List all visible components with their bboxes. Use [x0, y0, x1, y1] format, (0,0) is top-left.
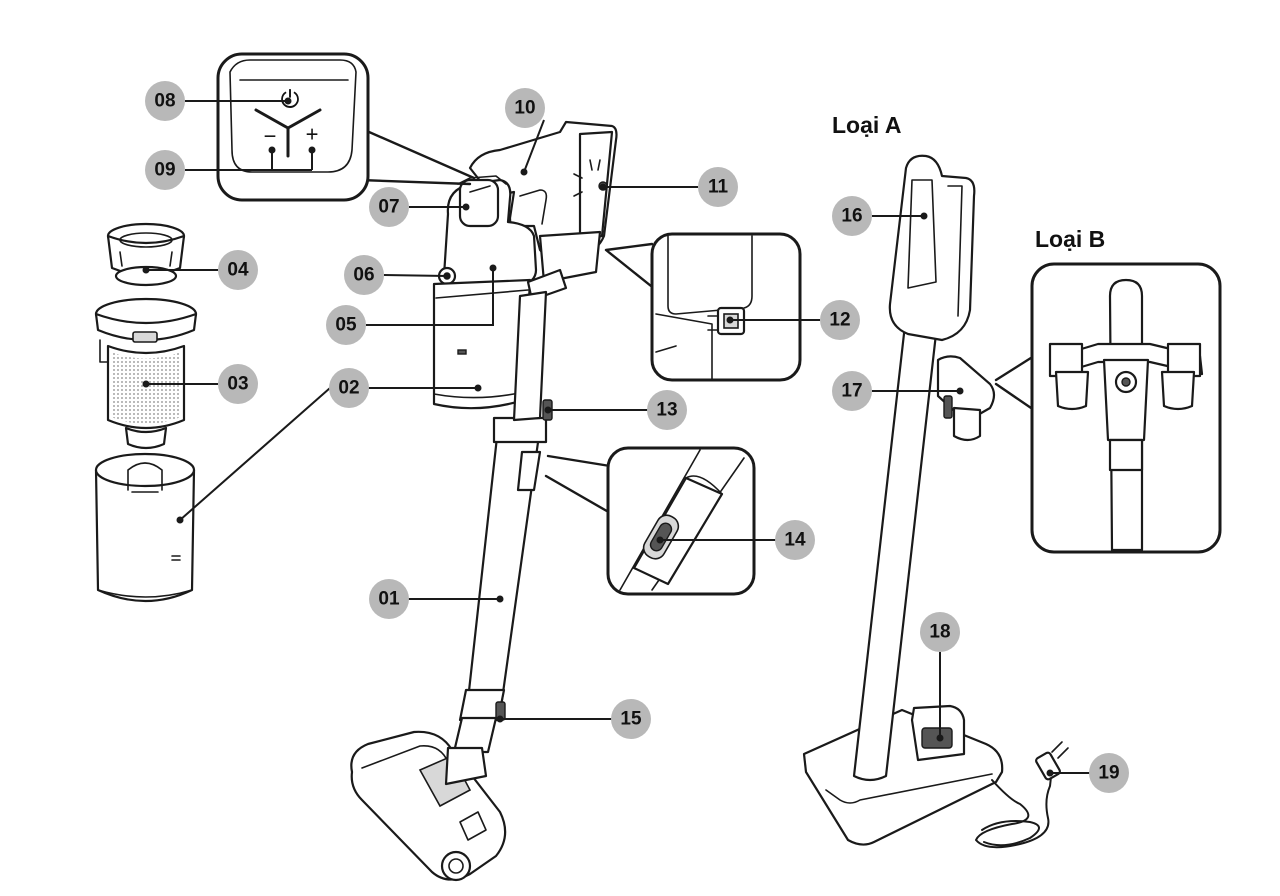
- callout-13: 13: [647, 390, 687, 430]
- vacuum-body-part: [432, 120, 618, 422]
- control-panel-zoom: ⏻ − +: [216, 52, 476, 202]
- callout-03: 03: [218, 364, 258, 404]
- svg-text:09: 09: [154, 160, 175, 181]
- svg-text:14: 14: [784, 530, 806, 551]
- callout-19: 19: [1089, 753, 1129, 793]
- callout-badges: 01 02 03 04 05 06 07 08 09 10 11 12 13 1…: [145, 81, 1129, 793]
- svg-text:01: 01: [378, 589, 400, 610]
- svg-text:03: 03: [227, 374, 248, 395]
- callout-11: 11: [698, 167, 738, 207]
- svg-text:18: 18: [929, 622, 950, 643]
- tube-release-zoom: [544, 446, 756, 596]
- svg-text:17: 17: [841, 381, 862, 402]
- wall-stand-part: [802, 154, 1069, 849]
- tube-part: [444, 399, 553, 786]
- callout-04: 04: [218, 250, 258, 290]
- svg-text:15: 15: [620, 709, 642, 730]
- filter-part: [94, 297, 198, 450]
- minus-icon: −: [264, 124, 277, 149]
- filter-cover-part: [106, 222, 186, 287]
- svg-text:02: 02: [338, 378, 359, 399]
- callout-09: 09: [145, 150, 185, 190]
- svg-text:11: 11: [708, 177, 729, 198]
- callout-18: 18: [920, 612, 960, 652]
- callout-01: 01: [369, 579, 409, 619]
- svg-text:19: 19: [1098, 763, 1119, 784]
- svg-text:12: 12: [829, 310, 850, 331]
- svg-text:05: 05: [335, 315, 357, 336]
- callout-12: 12: [820, 300, 860, 340]
- svg-text:07: 07: [378, 197, 399, 218]
- leader-lines: [142, 97, 1090, 777]
- plus-icon: +: [306, 122, 319, 147]
- callout-15: 15: [611, 699, 651, 739]
- svg-text:06: 06: [353, 265, 374, 286]
- svg-text:10: 10: [514, 98, 535, 119]
- nozzle-holder-b-zoom: [994, 262, 1222, 554]
- svg-text:13: 13: [656, 400, 677, 421]
- callout-08: 08: [145, 81, 185, 121]
- callout-14: 14: [775, 520, 815, 560]
- svg-text:04: 04: [227, 260, 249, 281]
- callout-02: 02: [329, 368, 369, 408]
- callout-10: 10: [505, 88, 545, 128]
- callout-16: 16: [832, 196, 872, 236]
- callout-17: 17: [832, 371, 872, 411]
- callout-05: 05: [326, 305, 366, 345]
- callout-07: 07: [369, 187, 409, 227]
- svg-text:16: 16: [841, 206, 862, 227]
- floor-nozzle-part: [350, 730, 507, 882]
- dust-bin-part: [94, 452, 196, 603]
- battery-release-zoom: [604, 232, 802, 382]
- variant-b-label: Loại B: [1035, 226, 1105, 252]
- callout-06: 06: [344, 255, 384, 295]
- variant-a-label: Loại A: [832, 112, 901, 138]
- svg-text:08: 08: [154, 91, 175, 112]
